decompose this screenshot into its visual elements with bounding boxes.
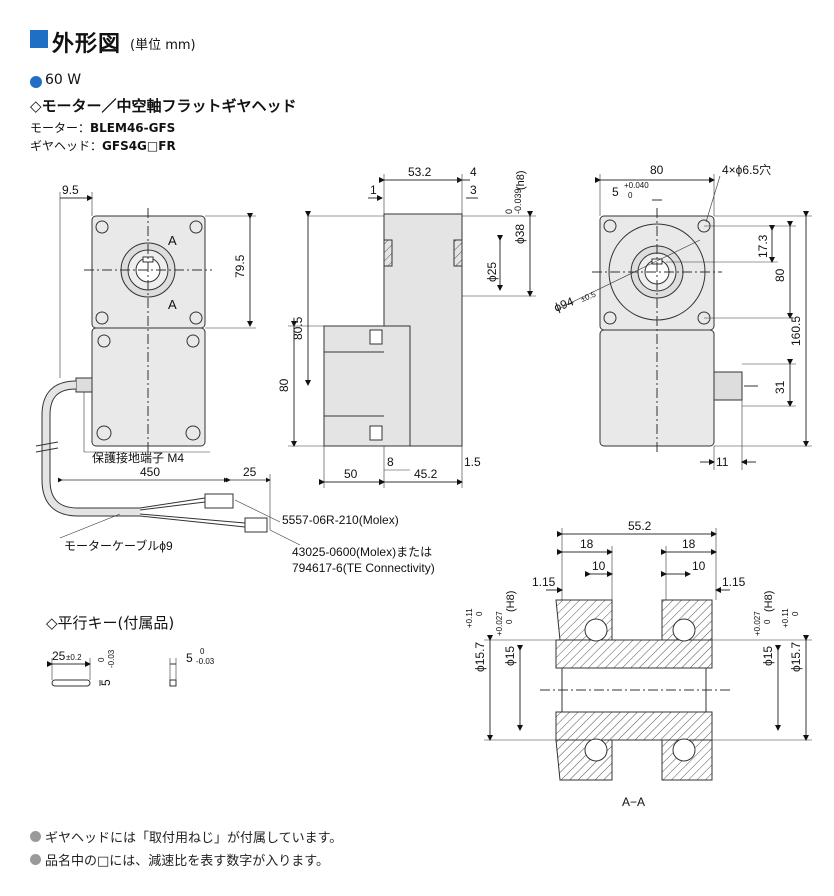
dim-80-5: 80.5 <box>291 316 305 340</box>
dim-5-tol-bottom: 0 <box>628 191 633 200</box>
key-dim-5-height: 5 <box>99 679 113 686</box>
connector-2-line1: 43025-0600(Molex)または <box>292 545 432 559</box>
sec-fit-left: (H8) <box>505 591 517 612</box>
sec-phi-15-tol-bot-left: 0 <box>505 619 514 624</box>
dim-1: 1 <box>370 183 377 197</box>
sec-phi-15-7-right: ϕ15.7 <box>789 642 803 672</box>
dim-160-5: 160.5 <box>789 316 803 346</box>
sec-phi-15-7-tol-bot-right: 0 <box>791 611 800 616</box>
terminal-label: 保護接地端子 M4 <box>92 450 184 465</box>
sec-phi-15-tol-bot-right: 0 <box>763 619 772 624</box>
note-bullet-icon <box>30 831 41 842</box>
key-dim-5-height-tol-bot: -0.03 <box>107 649 116 668</box>
dim-31: 31 <box>773 380 787 394</box>
dim-80-right: 80 <box>773 268 787 282</box>
dim-38-tol-top: 0 <box>504 209 514 214</box>
dim-1-5: 1.5 <box>464 455 481 469</box>
key-dim-25-tol: ±0.2 <box>66 653 82 662</box>
dim-5-tol-top: +0.040 <box>624 181 649 190</box>
key-dim-5-height-tol-top: 0 <box>97 657 106 662</box>
unit-label: (単位 mm) <box>130 38 196 53</box>
sec-phi-15-7-tol-top-left: +0.11 <box>465 608 474 628</box>
page-title: 外形図 <box>52 32 122 57</box>
sec-phi-15-right: ϕ15 <box>761 646 775 666</box>
motor-spec: モーター：BLEM46-GFS <box>30 119 175 136</box>
holes-label: 4×ϕ6.5穴 <box>722 162 771 177</box>
sec-dim-18-right: 18 <box>682 537 696 551</box>
sec-dim-55-2: 55.2 <box>628 519 652 533</box>
dim-5: 5 <box>612 185 619 199</box>
dim-phi-25: ϕ25 <box>485 262 499 282</box>
dim-phi-94-tol: ±0.5 <box>579 289 597 303</box>
key-dim-5-width: 5 <box>186 651 193 665</box>
product-type: ◇モーター／中空軸フラットギヤヘッド <box>30 97 297 115</box>
section-view <box>484 528 812 781</box>
dim-80-top: 80 <box>650 163 664 177</box>
key-dim-5-width-tol-bot: -0.03 <box>196 657 215 666</box>
dim-25: 25 <box>243 465 257 479</box>
section-a-top: A <box>168 233 177 248</box>
gearhead-spec: ギヤヘッド：GFS4G□FR <box>30 137 176 154</box>
dim-4: 4 <box>470 165 477 179</box>
key-dim-25: 25 <box>52 649 66 663</box>
section-label: A−A <box>622 795 645 809</box>
sec-fit-right: (H8) <box>763 591 775 612</box>
section-a-bottom: A <box>168 297 177 312</box>
connector-1-label: 5557-06R-210(Molex) <box>282 513 399 527</box>
sec-phi-15-tol-top-left: +0.027 <box>495 611 504 636</box>
sec-dim-10-right: 10 <box>692 559 706 573</box>
dim-53-2: 53.2 <box>408 165 432 179</box>
cable-label: モーターケーブルϕ9 <box>64 538 173 553</box>
note-1: ギヤヘッドには「取付用ねじ」が付属しています。 <box>45 831 343 846</box>
key-dim-5-width-tol-top: 0 <box>200 647 205 656</box>
connector-2-line2: 794617-6(TE Connectivity) <box>292 561 435 575</box>
power-rating: 60 W <box>45 72 82 88</box>
sec-phi-15-7-left: ϕ15.7 <box>473 642 487 672</box>
sec-phi-15-left: ϕ15 <box>503 646 517 666</box>
dim-3: 3 <box>470 183 477 197</box>
dim-79-5: 79.5 <box>233 254 247 278</box>
sec-phi-15-7-tol-top-right: +0.11 <box>781 608 790 628</box>
sec-dim-1-15-left: 1.15 <box>532 575 556 589</box>
dim-38-tol-bottom: -0.039 <box>513 188 523 214</box>
parallel-key <box>47 658 177 687</box>
dim-38: ϕ38 <box>513 224 527 244</box>
sec-phi-15-tol-top-right: +0.027 <box>753 611 762 636</box>
dim-11: 11 <box>716 455 729 469</box>
dim-8: 8 <box>387 455 394 469</box>
sec-dim-10-left: 10 <box>592 559 606 573</box>
sec-dim-1-15-right: 1.15 <box>722 575 746 589</box>
sec-phi-15-7-tol-bot-left: 0 <box>475 611 484 616</box>
bullet-dot-icon <box>30 76 42 88</box>
motor-label: モーター： <box>30 121 91 135</box>
motor-model: BLEM46-GFS <box>90 121 176 135</box>
dim-80-side: 80 <box>277 378 291 392</box>
section-marker-square <box>30 30 48 48</box>
dim-450: 450 <box>140 465 160 479</box>
dim-9-5: 9.5 <box>62 183 79 197</box>
key-section-title: ◇平行キー(付属品) <box>46 614 175 632</box>
dim-17-3: 17.3 <box>756 234 770 258</box>
sec-dim-18-left: 18 <box>580 537 594 551</box>
rear-view <box>555 174 812 470</box>
gearhead-model: GFS4G□FR <box>102 139 176 153</box>
side-view <box>288 174 536 488</box>
note-bullet-icon <box>30 854 41 865</box>
dim-50: 50 <box>344 467 358 481</box>
dim-38-fit: (h8) <box>515 170 527 190</box>
gearhead-label: ギヤヘッド： <box>30 139 103 153</box>
front-view <box>35 192 301 546</box>
note-2: 品名中の□には、減速比を表す数字が入ります。 <box>45 854 329 869</box>
dim-phi-94: ϕ94 <box>552 294 576 315</box>
dim-45-2: 45.2 <box>414 467 438 481</box>
